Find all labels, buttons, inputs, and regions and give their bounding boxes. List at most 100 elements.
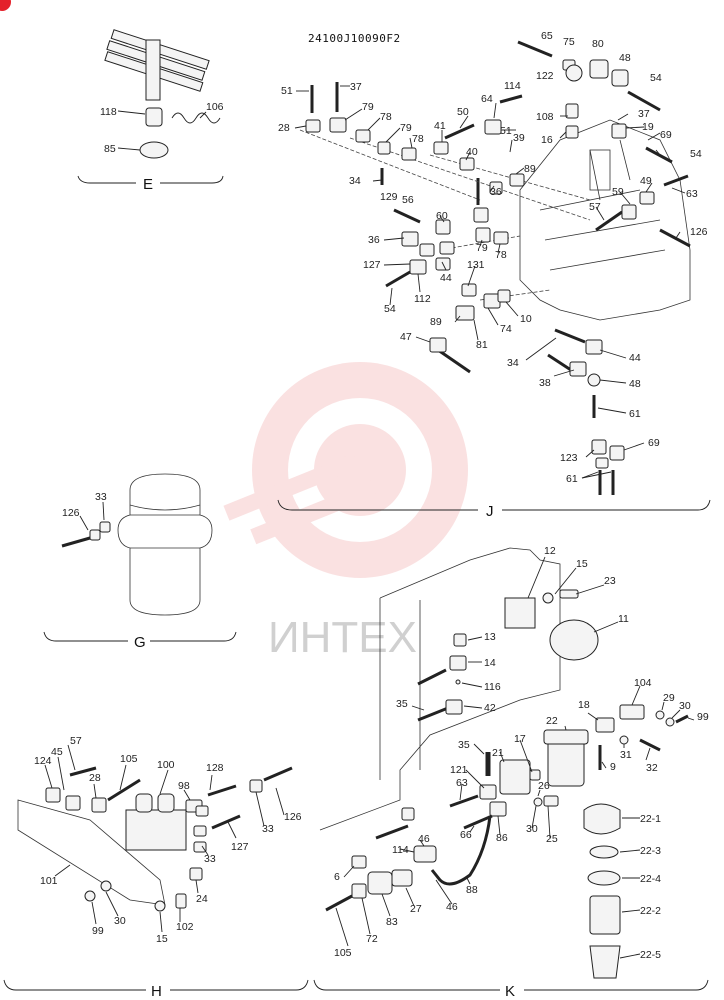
part-label-22-1: 22-1	[640, 813, 661, 825]
part-label-41: 41	[434, 120, 446, 132]
part-label-128: 128	[206, 762, 224, 774]
section-j: 65 75 80 48 51 37 122 54 114 79 78 64 10…	[277, 30, 711, 520]
part-label-49: 49	[640, 175, 652, 187]
part-label-22-3: 22-3	[640, 845, 661, 857]
part-label-28: 28	[278, 122, 290, 134]
cap-22-1	[583, 803, 621, 835]
part-label-44: 44	[629, 352, 641, 364]
part-label-33: 33	[262, 823, 274, 835]
part-label-54: 54	[650, 72, 662, 84]
fitting-83	[367, 871, 393, 895]
part-label-48: 48	[619, 52, 631, 64]
part-label-121: 121	[450, 764, 468, 776]
label-33-g: 33	[95, 491, 107, 503]
part-label-10: 10	[520, 313, 532, 325]
part-label-31: 31	[620, 749, 632, 761]
section-k: 12 15 23 13 11 14 116 35 42 104 29 30 99…	[313, 545, 709, 1000]
part-label-114: 114	[504, 80, 521, 92]
part-label-63: 63	[456, 777, 468, 789]
part-label-66: 66	[460, 829, 472, 841]
part-label-14: 14	[484, 657, 496, 669]
part-label-18: 18	[578, 699, 590, 711]
reservoir-11	[549, 619, 599, 661]
part-label-28: 28	[89, 772, 101, 784]
part-label-13: 13	[484, 631, 496, 643]
part-label-60: 60	[436, 210, 448, 222]
label-85: 85	[104, 143, 116, 155]
part-label-100: 100	[157, 759, 175, 771]
part-label-99: 99	[92, 925, 104, 937]
ring-22-3	[589, 845, 619, 859]
watermark-logo	[223, 362, 468, 578]
part-label-25: 25	[546, 833, 558, 845]
part-label-61: 61	[629, 408, 641, 420]
part-label-22-5: 22-5	[640, 949, 661, 961]
part-label-37: 37	[638, 108, 650, 120]
label-118: 118	[100, 106, 117, 118]
part-label-30: 30	[114, 915, 126, 927]
part-label-102: 102	[176, 921, 194, 933]
part-label-81: 81	[476, 339, 488, 351]
part-label-124: 124	[34, 755, 52, 767]
part-label-35: 35	[458, 739, 470, 751]
lever-104	[619, 704, 645, 720]
clamp-85	[139, 141, 169, 159]
part-label-105: 105	[120, 753, 138, 765]
part-label-36: 36	[490, 186, 502, 198]
part-label-34: 34	[507, 357, 519, 369]
label-126-g: 126	[62, 507, 80, 519]
part-label-40: 40	[466, 146, 478, 158]
section-e: 118 106 85 E	[77, 29, 224, 193]
part-label-15: 15	[156, 933, 168, 945]
labels-k: 12 15 23 13 11 14 116 35 42 104 29 30 99…	[334, 545, 709, 961]
part-label-75: 75	[563, 36, 575, 48]
part-label-116: 116	[484, 681, 501, 693]
section-label-h: H	[151, 983, 162, 1000]
bracket-12	[504, 597, 536, 629]
part-label-47: 47	[400, 331, 412, 343]
part-label-127: 127	[363, 259, 381, 271]
part-label-123: 123	[560, 452, 578, 464]
part-label-51: 51	[500, 125, 512, 137]
part-label-74: 74	[500, 323, 512, 335]
labels-j: 65 75 80 48 51 37 122 54 114 79 78 64 10…	[278, 30, 708, 485]
watermark-text: ИНТЕХ	[268, 613, 417, 662]
part-label-33: 33	[204, 853, 216, 865]
part-label-69: 69	[648, 437, 660, 449]
corner-marker	[0, 0, 11, 11]
part-label-24: 24	[196, 893, 208, 905]
valve-21	[499, 759, 531, 795]
part-label-19: 19	[642, 121, 654, 133]
part-label-22: 22	[546, 715, 558, 727]
part-label-127: 127	[231, 841, 249, 853]
part-label-11: 11	[618, 613, 629, 625]
part-label-112: 112	[414, 293, 431, 305]
part-label-72: 72	[366, 933, 378, 945]
part-label-114: 114	[392, 844, 409, 856]
part-label-42: 42	[484, 702, 496, 714]
section-label-g: G	[134, 634, 146, 651]
part-label-89: 89	[430, 316, 442, 328]
part-label-48: 48	[629, 378, 641, 390]
part-label-30: 30	[526, 823, 538, 835]
part-label-22-4: 22-4	[640, 873, 661, 885]
part-label-9: 9	[610, 761, 616, 773]
part-label-44: 44	[440, 272, 452, 284]
section-h: 57 45 105 100 124 28 98 128 126 33 127 3…	[3, 735, 309, 1000]
part-label-6: 6	[334, 871, 340, 883]
part-label-80: 80	[592, 38, 604, 50]
part-label-34: 34	[349, 175, 361, 187]
part-label-78: 78	[495, 249, 507, 261]
part-label-79: 79	[362, 101, 374, 113]
ring-22-4	[587, 870, 621, 886]
part-label-86: 86	[496, 832, 508, 844]
part-label-16: 16	[541, 134, 553, 146]
solenoid-block-100	[125, 809, 187, 851]
part-label-22-2: 22-2	[640, 905, 661, 917]
part-118	[145, 107, 163, 127]
part-label-45: 45	[51, 746, 63, 758]
pipes-j	[299, 40, 691, 495]
section-g: 33 126 G	[43, 473, 237, 651]
labels-h: 57 45 105 100 124 28 98 128 126 33 127 3…	[34, 735, 302, 945]
section-label-j: J	[486, 503, 494, 520]
